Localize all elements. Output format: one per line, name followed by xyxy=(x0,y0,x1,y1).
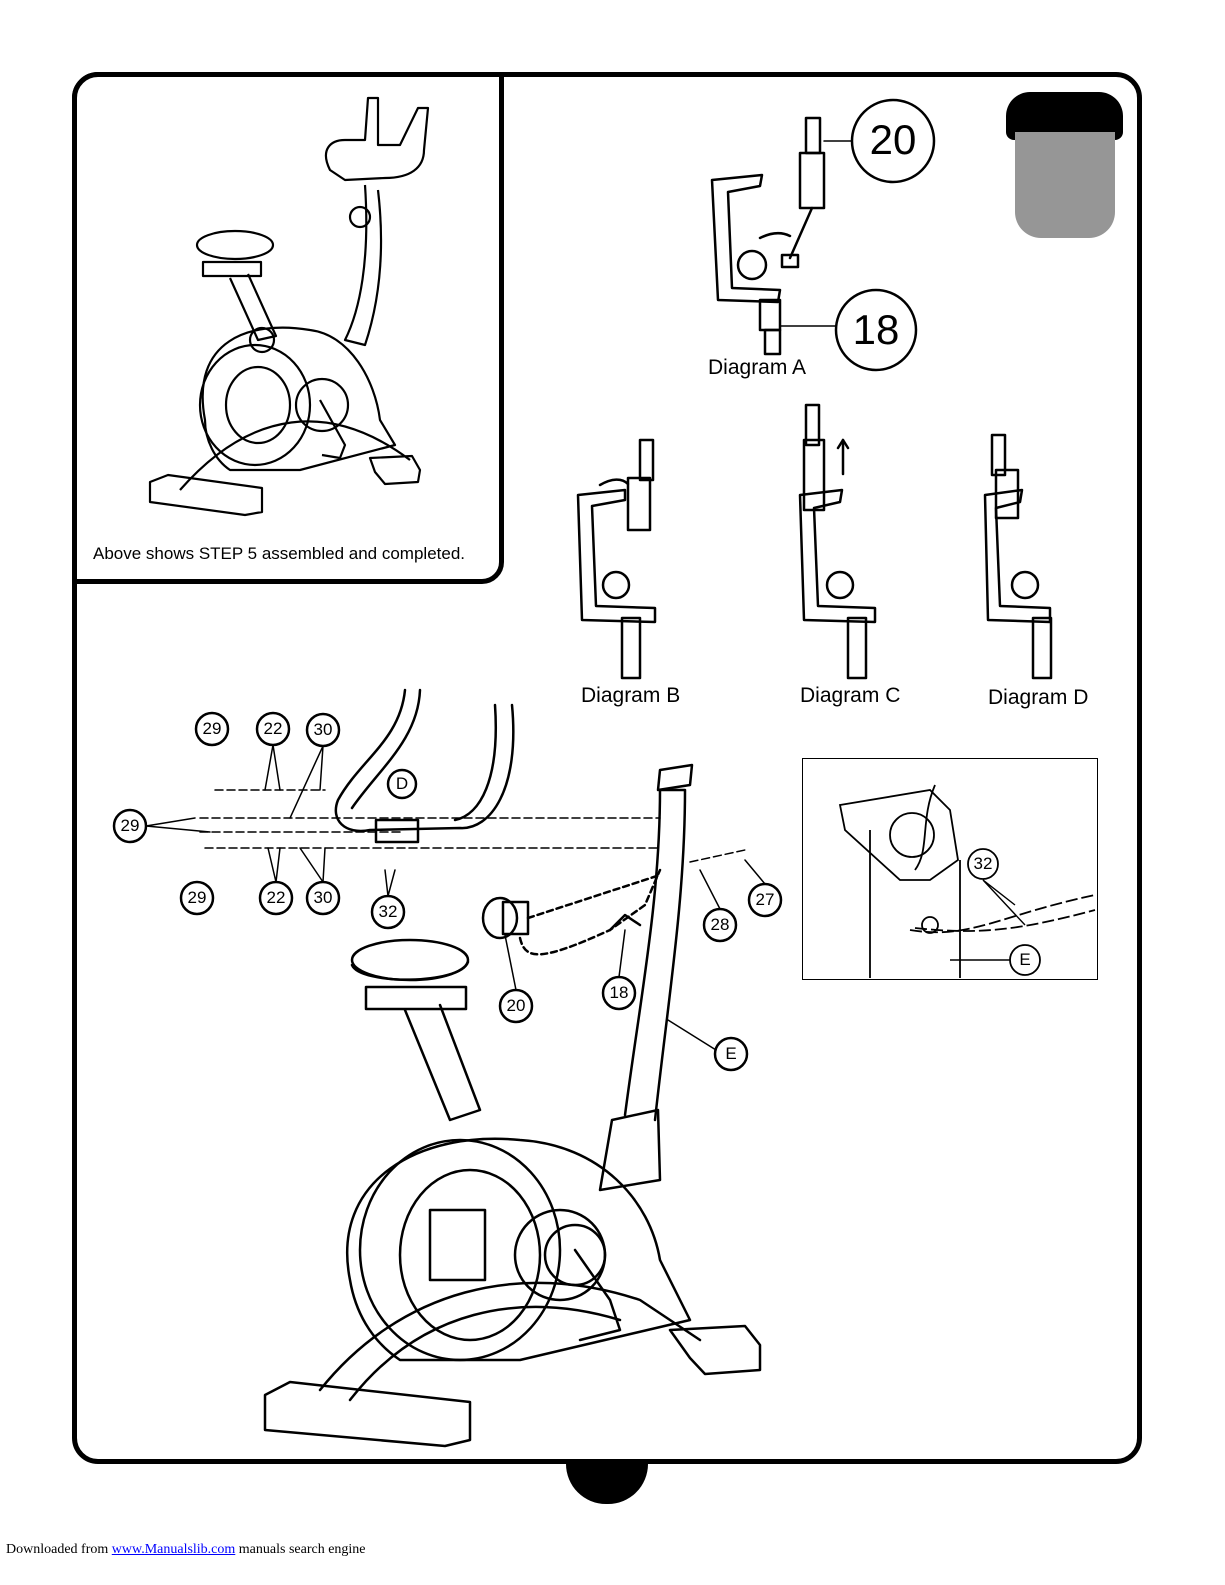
callout-bolt-top: 29 xyxy=(196,719,228,739)
callout-bolt-bottom: 29 xyxy=(181,888,213,908)
closeup-callout-post: E xyxy=(1009,950,1041,970)
callout-wire-connector: 32 xyxy=(372,902,404,922)
download-footer: Downloaded from www.Manualslib.com manua… xyxy=(6,1542,366,1558)
connector-closeup-box xyxy=(802,758,1098,980)
callout-handlebar: D xyxy=(388,774,416,794)
diagram-a-callout-18: 18 xyxy=(836,306,916,354)
manualslib-link[interactable]: www.Manualslib.com xyxy=(112,1542,236,1557)
footer-prefix: Downloaded from xyxy=(6,1542,112,1557)
callout-washer-bottom: 22 xyxy=(260,888,292,908)
callout-tension-knob: 20 xyxy=(500,996,532,1016)
callout-upright-post: E xyxy=(715,1044,747,1064)
callout-cable: 18 xyxy=(603,983,635,1003)
closeup-callout-connector: 32 xyxy=(967,854,999,874)
diagram-d-label: Diagram D xyxy=(988,686,1088,710)
callout-washer-top: 22 xyxy=(257,719,289,739)
callout-washer-right: 28 xyxy=(704,915,736,935)
diagram-c-label: Diagram C xyxy=(800,684,900,708)
diagram-b-label: Diagram B xyxy=(581,684,680,708)
callout-spacer-top: 30 xyxy=(307,720,339,740)
footer-suffix: manuals search engine xyxy=(235,1542,365,1557)
diagram-a-callout-20: 20 xyxy=(852,116,934,164)
callout-screw-right: 27 xyxy=(749,890,781,910)
callout-bolt-left: 29 xyxy=(114,816,146,836)
inset-caption: Above shows STEP 5 assembled and complet… xyxy=(93,544,465,564)
diagram-a-label: Diagram A xyxy=(708,356,806,380)
callout-spacer-bottom: 30 xyxy=(307,888,339,908)
